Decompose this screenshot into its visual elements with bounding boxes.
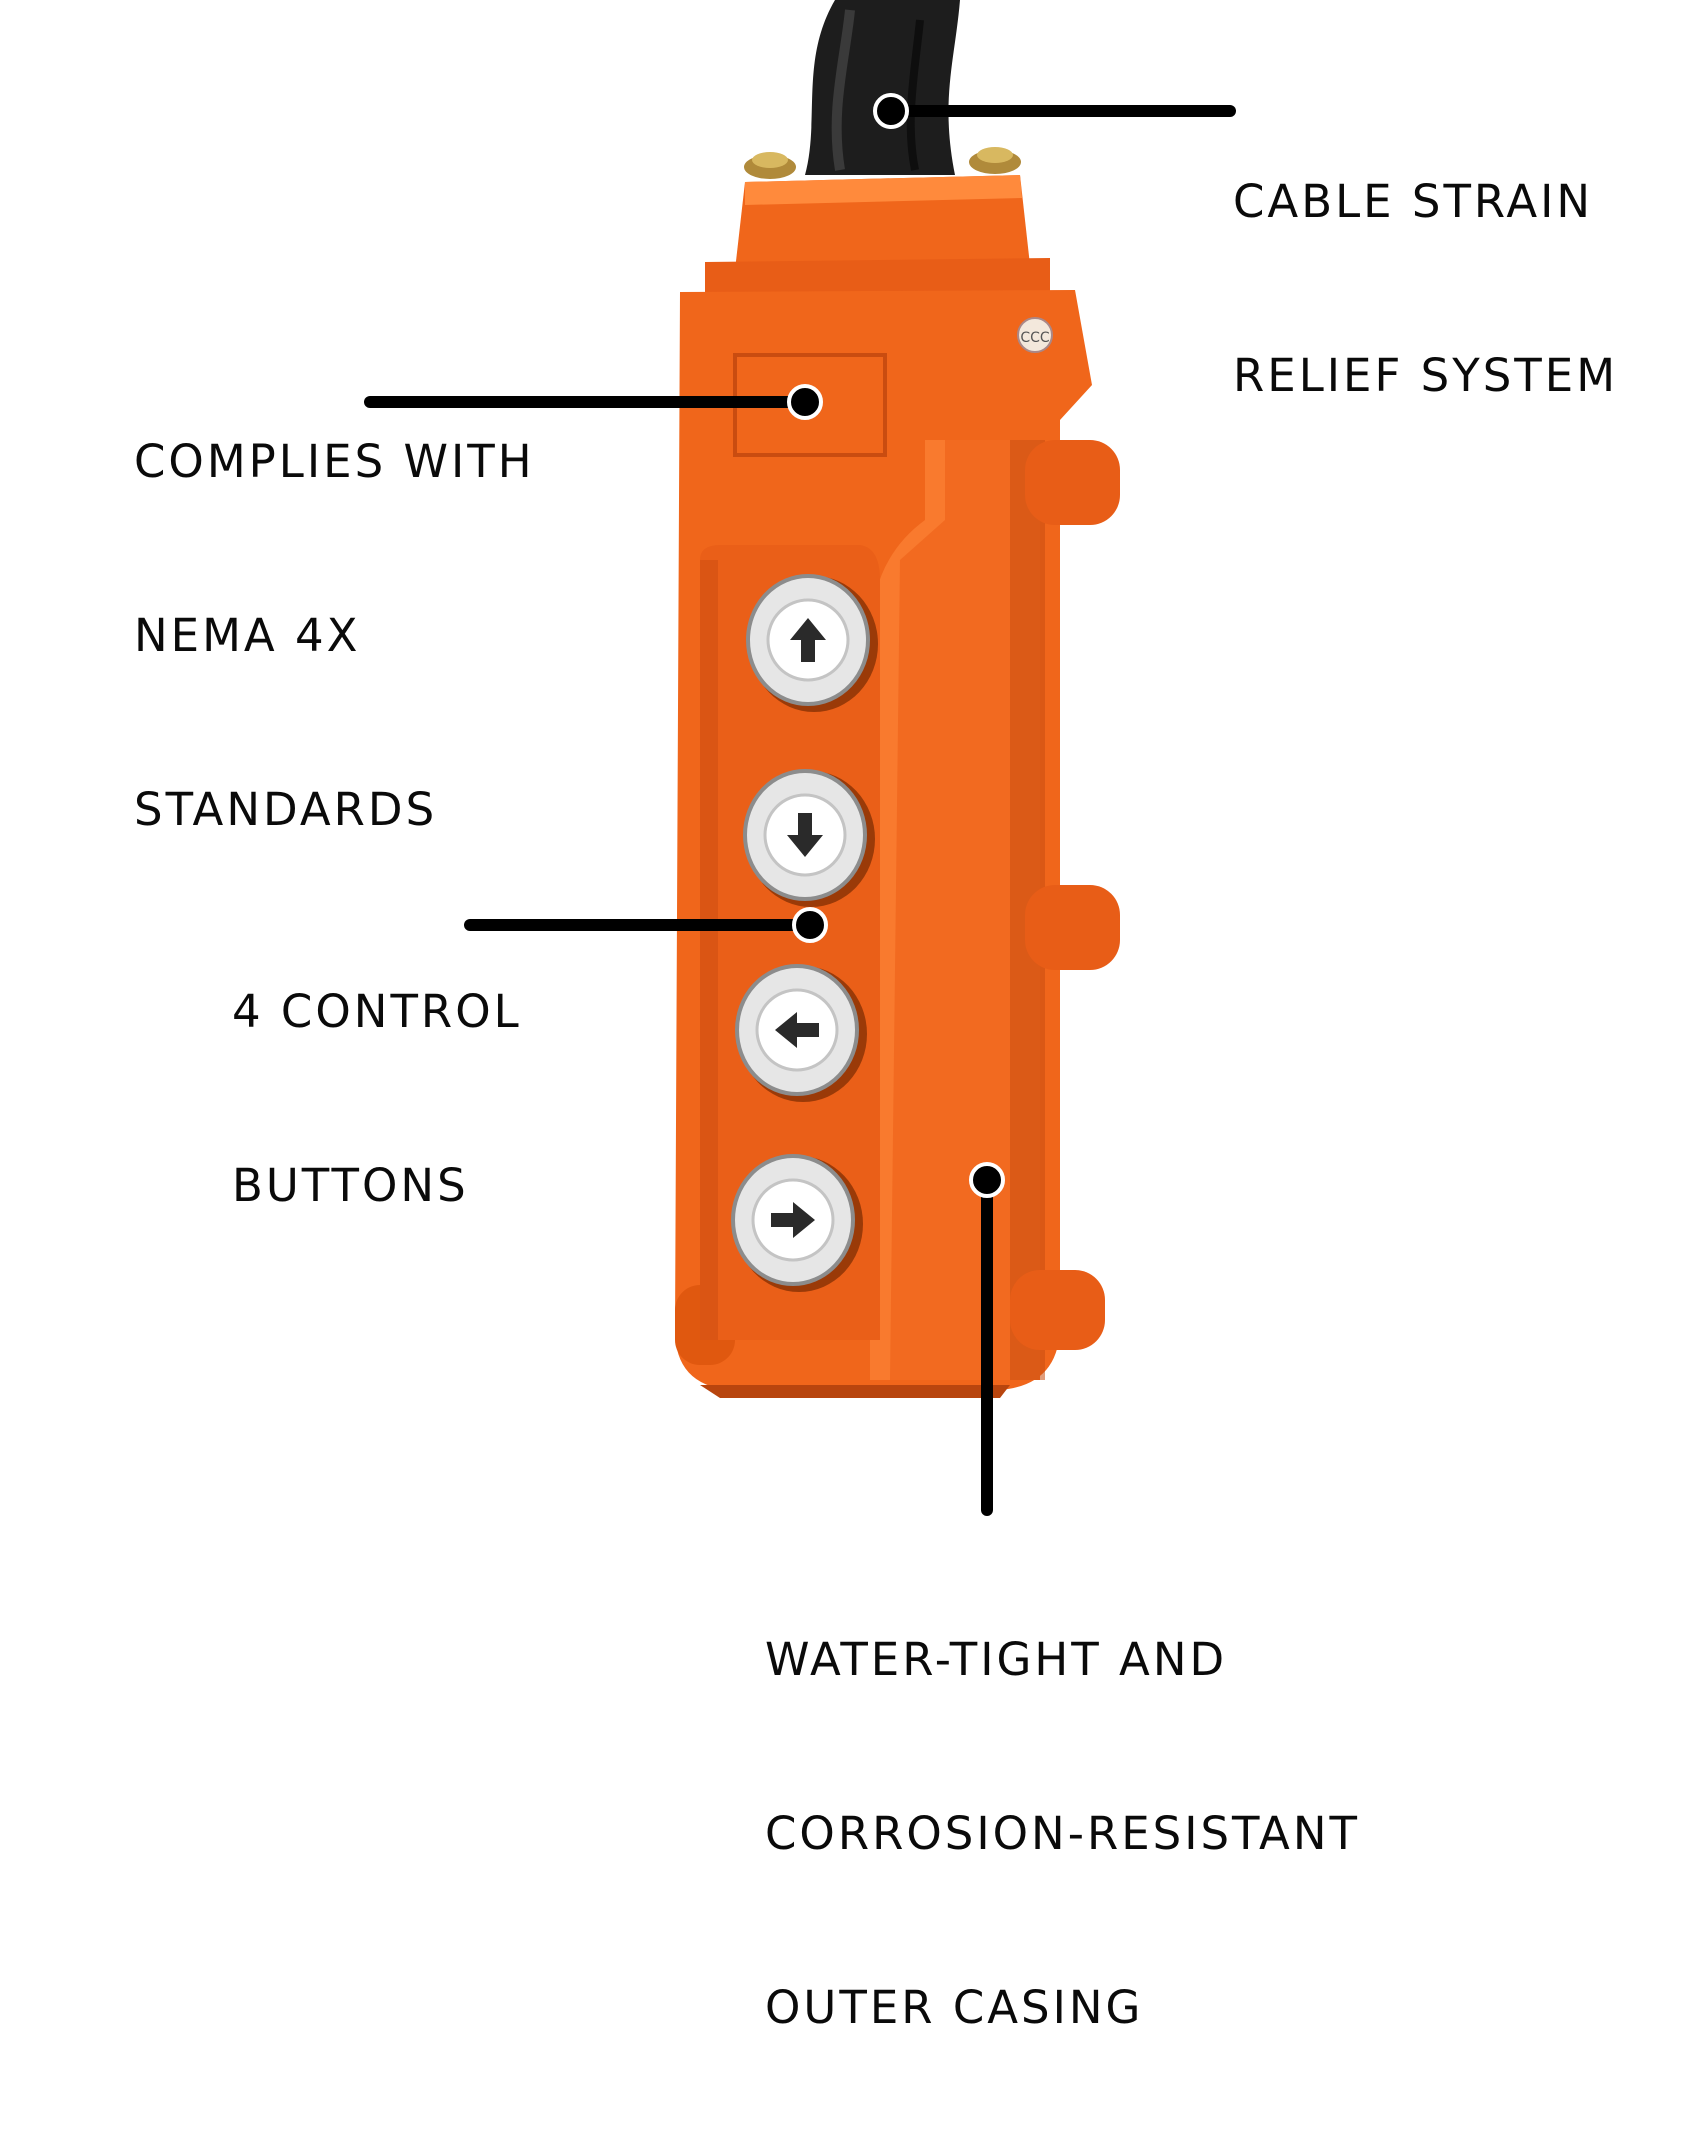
leader-lines xyxy=(364,93,1236,1516)
top-screw-left xyxy=(744,152,796,179)
cable-leader-dot xyxy=(873,93,909,129)
outer-casing-label: WATER-TIGHT AND CORROSION-RESISTANT OUTE… xyxy=(765,1515,1360,2153)
nema-compliance-label: COMPLIES WITH NEMA 4X STANDARDS xyxy=(134,317,535,955)
casing-body: CCC xyxy=(675,290,1120,1398)
callout-line: CORROSION-RESISTANT xyxy=(765,1807,1360,1860)
callout-line: 4 CONTROL xyxy=(232,985,522,1038)
callout-line: RELIEF SYSTEM xyxy=(1233,349,1619,402)
arrow-left-icon xyxy=(775,1012,819,1048)
top-screw-right xyxy=(969,147,1021,174)
pendant-diagram: CCC CABLE STRAIN RELIEF SYSTEM COMPLIES … xyxy=(134,0,1618,2034)
callout-line: WATER-TIGHT AND xyxy=(765,1633,1228,1686)
control-button-up xyxy=(746,574,878,712)
control-buttons-label: 4 CONTROL BUTTONS xyxy=(232,867,522,1331)
cable-strain-relief-label: CABLE STRAIN RELIEF SYSTEM xyxy=(1233,57,1618,521)
svg-text:CCC: CCC xyxy=(1020,330,1050,346)
callout-line: BUTTONS xyxy=(232,1159,469,1212)
callout-line: COMPLIES WITH xyxy=(134,435,535,488)
cable xyxy=(805,0,960,175)
control-button-down xyxy=(743,769,875,907)
buttons-leader-dot xyxy=(792,907,828,943)
control-buttons xyxy=(731,574,878,1292)
casing-leader-dot xyxy=(969,1162,1005,1198)
callout-line: OUTER CASING xyxy=(765,1981,1144,2034)
arrow-right-icon xyxy=(771,1202,815,1238)
callout-line: NEMA 4X xyxy=(134,609,361,662)
pendant-illustration: CCC xyxy=(364,0,1236,1516)
control-button-right xyxy=(731,1154,863,1292)
callout-line: STANDARDS xyxy=(134,783,438,836)
arrow-up-icon xyxy=(790,618,826,662)
control-button-left xyxy=(735,964,867,1102)
nema-leader-dot xyxy=(787,384,823,420)
callout-line: CABLE STRAIN xyxy=(1233,175,1594,228)
top-cap xyxy=(705,175,1050,298)
arrow-down-icon xyxy=(787,813,823,857)
